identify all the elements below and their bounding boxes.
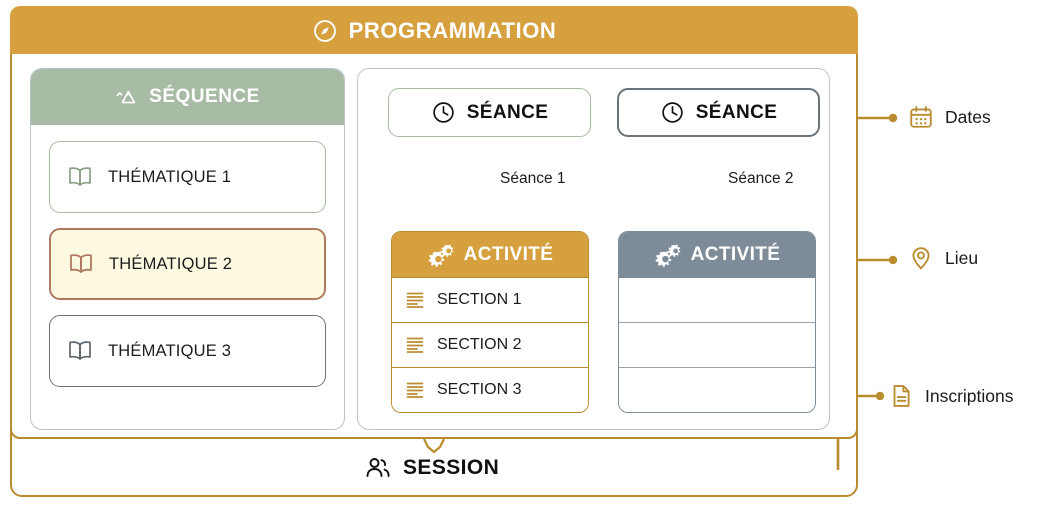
text-lines-icon [405, 380, 425, 400]
compass-icon [312, 18, 338, 44]
thematique-label: THÉMATIQUE 1 [108, 167, 232, 186]
activite-section-row[interactable]: SECTION 3 [392, 367, 588, 412]
activite-section-row[interactable]: SECTION 1 [392, 277, 588, 322]
activite-section-row[interactable] [619, 322, 815, 367]
legend-label: Inscriptions [925, 385, 1014, 406]
thematique-item-3[interactable]: THÉMATIQUE 3 [49, 315, 326, 387]
thematique-label: THÉMATIQUE 2 [109, 254, 233, 273]
seance-title: SÉANCE [466, 101, 549, 123]
map-pin-icon [908, 245, 934, 271]
thematique-label: THÉMATIQUE 3 [108, 341, 232, 360]
page-title: PROGRAMMATION [348, 17, 557, 43]
document-icon [888, 383, 914, 409]
sequence-title: SÉQUENCE [149, 86, 260, 107]
gears-icon [427, 243, 455, 267]
sequence-header: SÉQUENCE [31, 69, 344, 125]
legend-item-lieu[interactable]: Lieu [908, 245, 978, 271]
book-icon [66, 164, 94, 190]
activite-section-row[interactable] [619, 277, 815, 322]
session-label: SESSION [364, 456, 499, 480]
activite-section-row[interactable] [619, 367, 815, 412]
activite-title: ACTIVITÉ [690, 243, 781, 265]
clock-icon [660, 100, 685, 125]
legend-label: Dates [945, 106, 991, 127]
section-label: SECTION 3 [437, 381, 522, 398]
thematique-item-1[interactable]: THÉMATIQUE 1 [49, 141, 326, 213]
text-lines-icon [405, 335, 425, 355]
seance-title: SÉANCE [695, 101, 778, 123]
activite-card-1[interactable]: ACTIVITÉ SECTION 1 SECTION 2 [391, 231, 589, 413]
activite-card-2[interactable]: ACTIVITÉ [618, 231, 816, 413]
book-icon [67, 251, 95, 277]
activite-section-row[interactable]: SECTION 2 [392, 322, 588, 367]
wire-label-seance-2: Séance 2 [728, 170, 794, 187]
programmation-header: PROGRAMMATION [10, 6, 858, 55]
legend-item-inscriptions[interactable]: Inscriptions [888, 383, 1014, 409]
seance-card-2[interactable]: SÉANCE [617, 88, 820, 137]
seance-card-1[interactable]: SÉANCE [388, 88, 591, 137]
mountain-icon [115, 86, 139, 108]
legend-item-dates[interactable]: Dates [908, 104, 991, 130]
section-label: SECTION 2 [437, 336, 522, 353]
activite-title: ACTIVITÉ [463, 243, 554, 265]
clock-icon [431, 100, 456, 125]
text-lines-icon [405, 290, 425, 310]
activite-header: ACTIVITÉ [392, 232, 588, 277]
session-title: SESSION [403, 456, 500, 479]
calendar-icon [908, 104, 934, 130]
users-icon [364, 456, 392, 480]
gears-icon [654, 243, 682, 267]
wire-label-seance-1: Séance 1 [500, 170, 566, 187]
legend-label: Lieu [945, 247, 979, 268]
section-label: SECTION 1 [437, 291, 522, 308]
thematique-item-2[interactable]: THÉMATIQUE 2 [49, 228, 326, 300]
session-brace [423, 438, 445, 454]
thematique-list: THÉMATIQUE 1 THÉMATIQUE 2 [31, 125, 344, 403]
sequence-panel: SÉQUENCE THÉMATIQUE 1 [30, 68, 345, 430]
activite-header: ACTIVITÉ [619, 232, 815, 277]
book-icon [66, 338, 94, 364]
